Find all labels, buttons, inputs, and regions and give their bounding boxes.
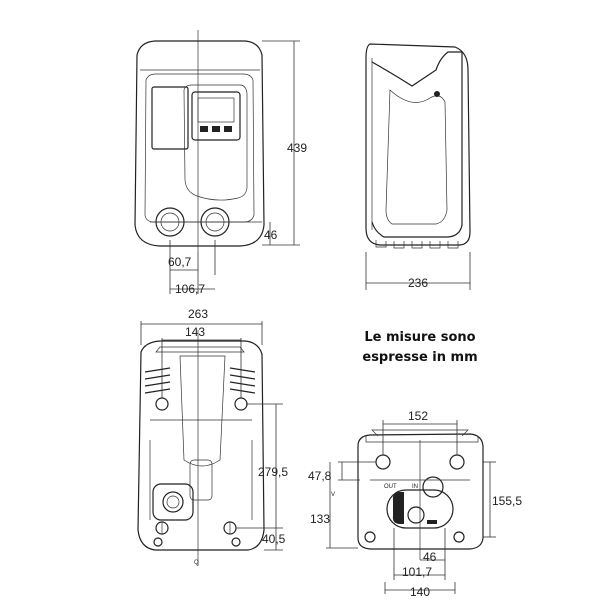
dim-140: 140 [410,585,430,599]
units-note-line-2: espresse in mm [362,350,478,365]
units-note-line-1: Le misure sono [364,330,476,345]
side-view [365,43,471,290]
bottom-view [326,420,496,594]
bottom-v-label: V [331,492,335,498]
back-view [137,321,283,566]
dim-47-8: 47,8 [308,469,332,483]
dim-279-5: 279,5 [258,465,288,479]
dim-106-7: 106,7 [175,282,205,296]
dim-46: 46 [264,228,278,242]
dim-143: 143 [185,325,205,339]
front-view [134,30,300,294]
dim-439: 439 [287,141,307,155]
dim-46-bottom: 46 [423,550,437,564]
dim-133: 133 [310,512,330,526]
dim-155-5: 155,5 [492,494,522,508]
units-note: Le misure sono espresse in mm [340,328,500,368]
bottom-out-label: OUT [384,484,397,490]
dim-263: 263 [188,307,208,321]
bottom-in-label: IN [412,484,418,490]
dim-236: 236 [408,276,428,290]
dim-40-5: 40,5 [262,532,286,546]
dim-152: 152 [408,409,428,423]
dim-101-7: 101,7 [402,565,432,579]
dim-60-7: 60,7 [168,255,192,269]
back-q-label: Q [194,560,199,566]
